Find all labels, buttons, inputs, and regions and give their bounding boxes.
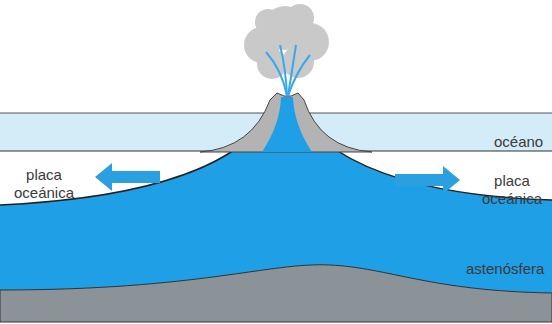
left-motion-arrow xyxy=(95,163,160,191)
right-motion-arrow xyxy=(395,166,460,194)
plate-label: placa oceánica xyxy=(4,166,84,202)
ocean-label: océano xyxy=(494,133,550,151)
ash-cloud xyxy=(244,4,329,79)
volcano-cone xyxy=(200,93,372,152)
asthenosphere-label: astenósfera xyxy=(466,260,552,278)
magma-conduit xyxy=(262,97,312,152)
plate-label: placa oceánica xyxy=(472,172,552,208)
lava-jets xyxy=(266,45,310,96)
